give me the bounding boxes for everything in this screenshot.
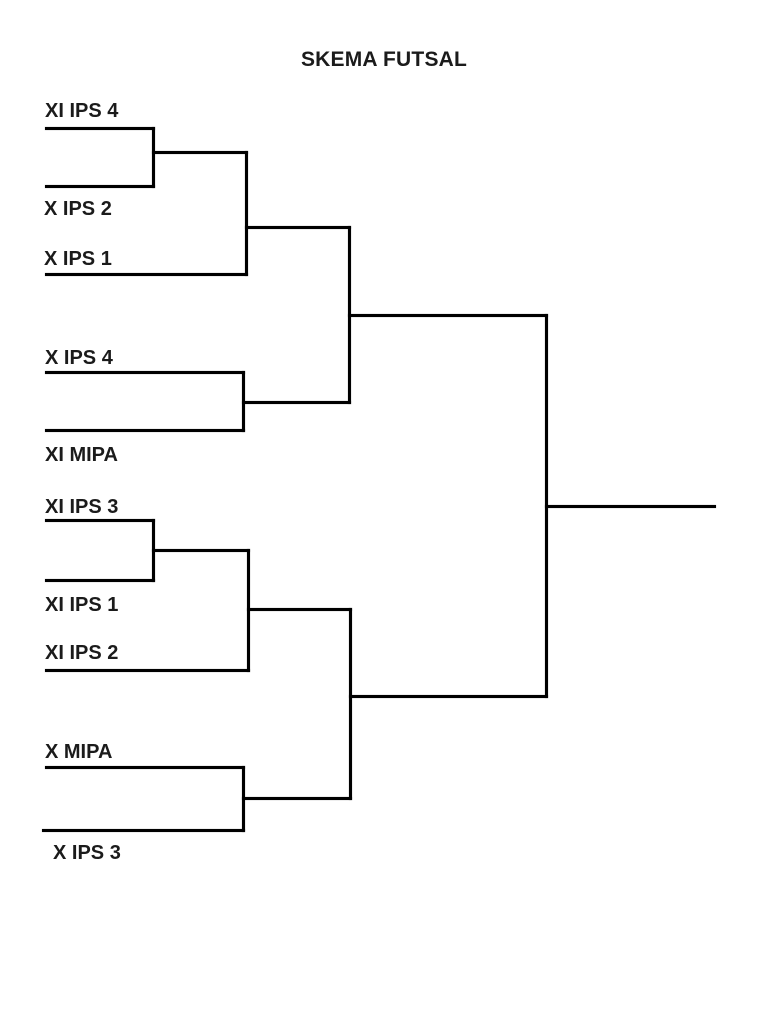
bracket-line-quarter2-winner <box>247 608 352 611</box>
team-label-xi-ips-2: XI IPS 2 <box>45 642 119 664</box>
team-label-xi-ips-3: XI IPS 3 <box>45 496 119 518</box>
bracket-line-match4-winner <box>242 797 352 800</box>
bracket-line-x-mipa <box>45 766 245 769</box>
bracket-line-semifinal-bottom-winner <box>349 695 548 698</box>
bracket-line-champion <box>545 505 716 508</box>
bracket-connector-quarter1 <box>245 151 248 276</box>
bracket-line-xi-ips-2 <box>45 669 250 672</box>
bracket-connector-semifinal-bottom <box>349 608 352 800</box>
bracket-line-x-ips-3 <box>42 829 245 832</box>
bracket-line-xi-ips-4 <box>45 127 155 130</box>
bracket-line-semifinal-top-winner <box>348 314 548 317</box>
team-label-xi-mipa: XI MIPA <box>45 444 118 466</box>
bracket-line-x-ips-4 <box>45 371 245 374</box>
bracket-line-xi-mipa <box>45 429 245 432</box>
team-label-xi-ips-1: XI IPS 1 <box>45 594 119 616</box>
bracket-line-match3-winner <box>152 549 250 552</box>
bracket-line-match1-winner <box>152 151 248 154</box>
team-label-x-ips-1: X IPS 1 <box>44 248 112 270</box>
team-label-x-mipa: X MIPA <box>45 741 113 763</box>
bracket-connector-match1 <box>152 127 155 188</box>
team-label-xi-ips-4: XI IPS 4 <box>45 100 119 122</box>
team-label-x-ips-3: X IPS 3 <box>53 842 121 864</box>
team-label-x-ips-4: X IPS 4 <box>45 347 113 369</box>
bracket-line-quarter1-winner <box>245 226 351 229</box>
bracket-line-x-ips-2 <box>45 185 155 188</box>
team-label-x-ips-2: X IPS 2 <box>44 198 112 220</box>
bracket-line-x-ips-1 <box>45 273 248 276</box>
bracket-line-match2-winner <box>242 401 351 404</box>
page-title: SKEMA FUTSAL <box>300 48 468 71</box>
bracket-line-xi-ips-1 <box>45 579 155 582</box>
bracket-line-xi-ips-3 <box>45 519 155 522</box>
